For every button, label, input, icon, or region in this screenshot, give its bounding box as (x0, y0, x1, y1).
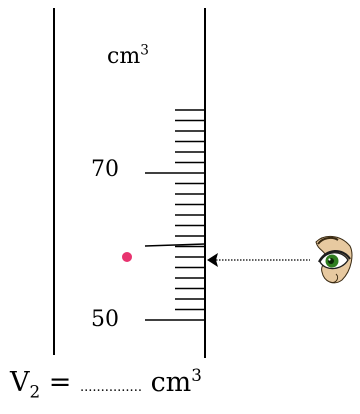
answer-blank[interactable]: ............... (79, 380, 142, 395)
answer-line: V2 = ............... cm3 (10, 365, 202, 403)
answer-unit: cm3 (150, 365, 202, 398)
arrow-left-icon (207, 253, 218, 267)
volume-variable: V (10, 367, 30, 398)
unit-label: cm3 (107, 42, 149, 69)
scale-ticks (145, 109, 205, 321)
scale-label-70: 70 (91, 157, 119, 182)
eye-icon (315, 236, 353, 284)
liquid-level-line (144, 243, 206, 247)
equals-sign: = (48, 367, 72, 398)
marker-dot (122, 252, 132, 262)
scale-label-50: 50 (91, 307, 119, 332)
volume-subscript: 2 (29, 381, 41, 402)
